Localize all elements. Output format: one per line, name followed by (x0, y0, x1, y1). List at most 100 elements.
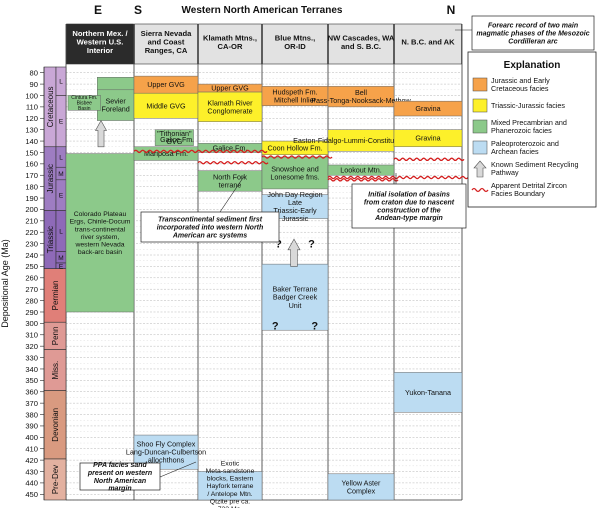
direction-south: S (134, 3, 142, 17)
unit-box (393, 129, 463, 148)
axis-tick-label: 140 (25, 137, 38, 146)
unit-label: Gravina (415, 134, 440, 143)
column-header-blue-mountains (262, 23, 328, 65)
axis-tick-label: 320 (25, 342, 38, 351)
axis-tick-label: 350 (25, 376, 38, 385)
column-header-n-bc-ak (394, 23, 462, 65)
legend-arrow-icon (473, 160, 487, 178)
column-header-sierra-nevada (134, 23, 198, 65)
column-header-nw-cascades (328, 23, 394, 65)
axis-tick-label: 120 (25, 114, 38, 123)
legend-swatch (472, 119, 488, 134)
ppa-callout-box (79, 462, 161, 491)
axis-tick-label: 170 (25, 171, 38, 180)
epoch-label: L (59, 79, 63, 86)
unit-label: Easton-Fidalgo-Lummi-Constitution-Ingall… (293, 136, 429, 145)
unit-box (327, 164, 395, 176)
unit-box (327, 86, 395, 108)
legend-swatch (472, 140, 488, 155)
facies-boundaries (133, 149, 469, 182)
unit-label: Gravina (415, 104, 440, 113)
facies-boundary (261, 155, 333, 159)
unit-label: Yukon-Tanana (405, 388, 451, 397)
unit-box (261, 156, 329, 190)
column-headers: Northern Mex. /Western U.S.Interior Sierr… (66, 3, 462, 65)
axis-tick-label: 390 (25, 422, 38, 431)
transcontinental-callout-box (140, 211, 280, 243)
direction-north: N (447, 3, 456, 17)
facies-boundary (393, 157, 465, 162)
ppa-leader (159, 461, 197, 478)
unit-box (67, 95, 101, 111)
question-mark: ? (311, 321, 318, 333)
question-mark: ? (275, 239, 282, 251)
unit-label: Middle GVG (146, 101, 186, 110)
period-label: Devonian (51, 408, 60, 442)
axis-tick-label: 410 (25, 445, 38, 454)
epoch-label: E (59, 119, 64, 126)
unit-box (393, 372, 463, 413)
legend-title: Explanation (504, 60, 561, 71)
unit-label: Mariposa Fm. (144, 149, 188, 158)
column-header-title: Northern Mex. /Western U.S.Interior (72, 29, 128, 55)
axis-tick-label: 110 (26, 103, 38, 112)
axis-tick-label: 200 (25, 205, 38, 214)
unit-label: "Tithonian"GVG (157, 129, 192, 146)
axis-tick-label: 230 (25, 239, 38, 248)
axis-tick-label: 250 (25, 262, 38, 271)
facies-boundary (197, 160, 269, 165)
unit-side-label: Galice Fm. (160, 137, 194, 144)
axis-tick-label: 440 (25, 479, 38, 488)
axis-tick-label: 340 (25, 365, 38, 374)
column-header-title: Klamath Mtns.,CA-OR (203, 33, 257, 51)
unit-box (393, 100, 463, 117)
period-label: Pre-Dev (51, 465, 60, 494)
forearc-callout-box (471, 15, 595, 51)
facies-boundary (327, 175, 469, 180)
axis-tick-label: 80 (30, 68, 38, 77)
legend-box (467, 51, 597, 208)
axis-tick-label: 360 (25, 388, 38, 397)
legend-swatch (472, 98, 488, 113)
unit-box (197, 91, 263, 122)
direction-west: E (94, 3, 102, 17)
period-label: Penn (51, 327, 60, 346)
axis-tick-label: 240 (25, 251, 38, 260)
epoch-label: E (59, 263, 64, 270)
unit-box (154, 129, 194, 146)
period-label: Miss. (51, 361, 60, 380)
unit-box (133, 92, 199, 119)
column-header-title: N. B.C. and AK (401, 38, 455, 47)
figure-title: Western North American Terranes (182, 5, 343, 16)
question-mark: ? (272, 321, 279, 333)
axis-tick-label: 220 (25, 228, 38, 237)
axis-tick-label: 210 (25, 217, 38, 226)
axis-tick-label: 190 (25, 194, 38, 203)
axis-title: Depositional Age (Ma) (0, 239, 10, 328)
epoch-label: M (58, 255, 63, 262)
axis-tick-label: 300 (25, 319, 38, 328)
axis-tick-label: 100 (25, 91, 38, 100)
axis-tick-label: 180 (25, 182, 38, 191)
legend-wave-icon (471, 187, 489, 193)
axis-tick-label: 90 (30, 80, 38, 89)
unit-box (65, 153, 135, 313)
